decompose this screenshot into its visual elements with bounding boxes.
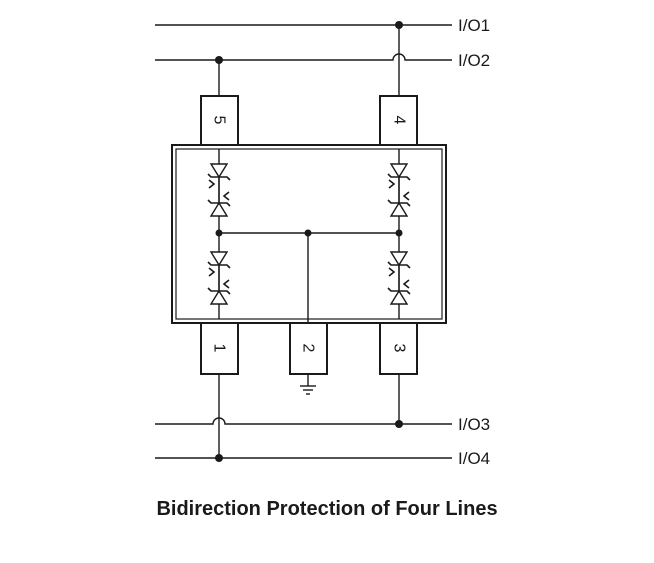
io3-line xyxy=(155,417,452,425)
junction-center xyxy=(304,229,312,237)
diagram-caption: Bidirection Protection of Four Lines xyxy=(156,498,498,520)
junction-io4 xyxy=(215,454,223,462)
pin-5-box xyxy=(200,95,239,146)
package-inner-outline xyxy=(175,148,443,320)
tvs-diodes xyxy=(207,163,411,305)
pin-4-box xyxy=(379,95,418,146)
pin-connections xyxy=(218,25,400,458)
junction-io2 xyxy=(215,56,223,64)
io4-label: I/O4 xyxy=(458,449,490,468)
junction-left-mid xyxy=(215,229,223,237)
io3-label: I/O3 xyxy=(458,415,490,434)
tvs-pair-top-right xyxy=(387,163,411,217)
junction-dots xyxy=(215,21,403,462)
io2-label: I/O2 xyxy=(458,51,490,70)
pin-3-box xyxy=(379,322,418,375)
tvs-pair-top-left xyxy=(207,163,231,217)
pin-1-box xyxy=(200,322,239,375)
io2-line xyxy=(155,53,452,61)
tvs-circuit-diagram: 5 4 1 2 3 I/O1 I/O2 I/O3 I/O4 xyxy=(155,16,490,468)
tvs-pair-bottom-right xyxy=(387,251,411,305)
pin-1-number: 1 xyxy=(211,344,228,353)
junction-io3 xyxy=(395,420,403,428)
pin-3-number: 3 xyxy=(391,344,408,353)
pin-2-box xyxy=(289,322,328,375)
tvs-pair-bottom-left xyxy=(207,251,231,305)
pin-5-number: 5 xyxy=(211,116,228,125)
pin-4-number: 4 xyxy=(391,116,408,125)
io1-label: I/O1 xyxy=(458,16,490,35)
junction-right-mid xyxy=(395,229,403,237)
junction-io1 xyxy=(395,21,403,29)
ground-icon xyxy=(300,385,316,395)
pin-2-number: 2 xyxy=(300,344,317,353)
